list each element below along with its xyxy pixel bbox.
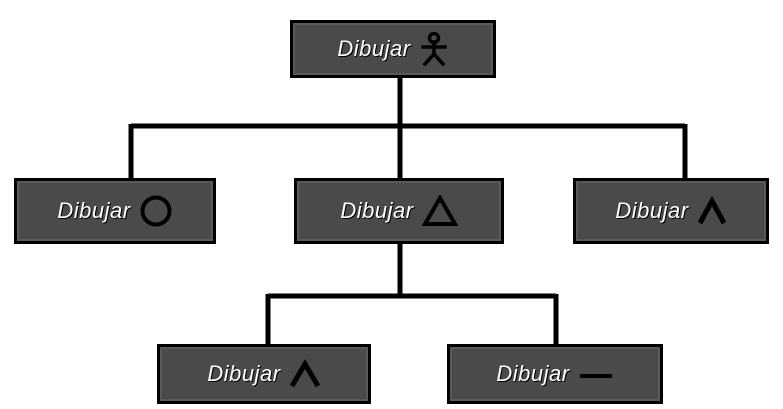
node-chevron-2-label: Dibujar — [207, 361, 281, 386]
horizontal-line-icon — [578, 364, 614, 384]
node-chevron-label: Dibujar — [615, 198, 689, 223]
node-chevron: Dibujar — [573, 178, 769, 244]
chevron-up-icon — [289, 359, 321, 389]
node-circle-label: Dibujar — [57, 198, 131, 223]
node-triangle-label: Dibujar — [340, 198, 414, 223]
triangle-icon — [421, 195, 458, 227]
node-root: Dibujar — [290, 20, 496, 78]
chevron-up-icon — [697, 196, 727, 226]
node-triangle: Dibujar — [294, 178, 504, 244]
node-root-label: Dibujar — [337, 36, 411, 61]
node-line-label: Dibujar — [496, 361, 570, 386]
node-chevron-2: Dibujar — [157, 344, 371, 404]
stick-figure-icon — [419, 32, 449, 66]
node-line: Dibujar — [447, 344, 663, 404]
node-circle: Dibujar — [14, 178, 216, 244]
circle-icon — [139, 194, 173, 228]
